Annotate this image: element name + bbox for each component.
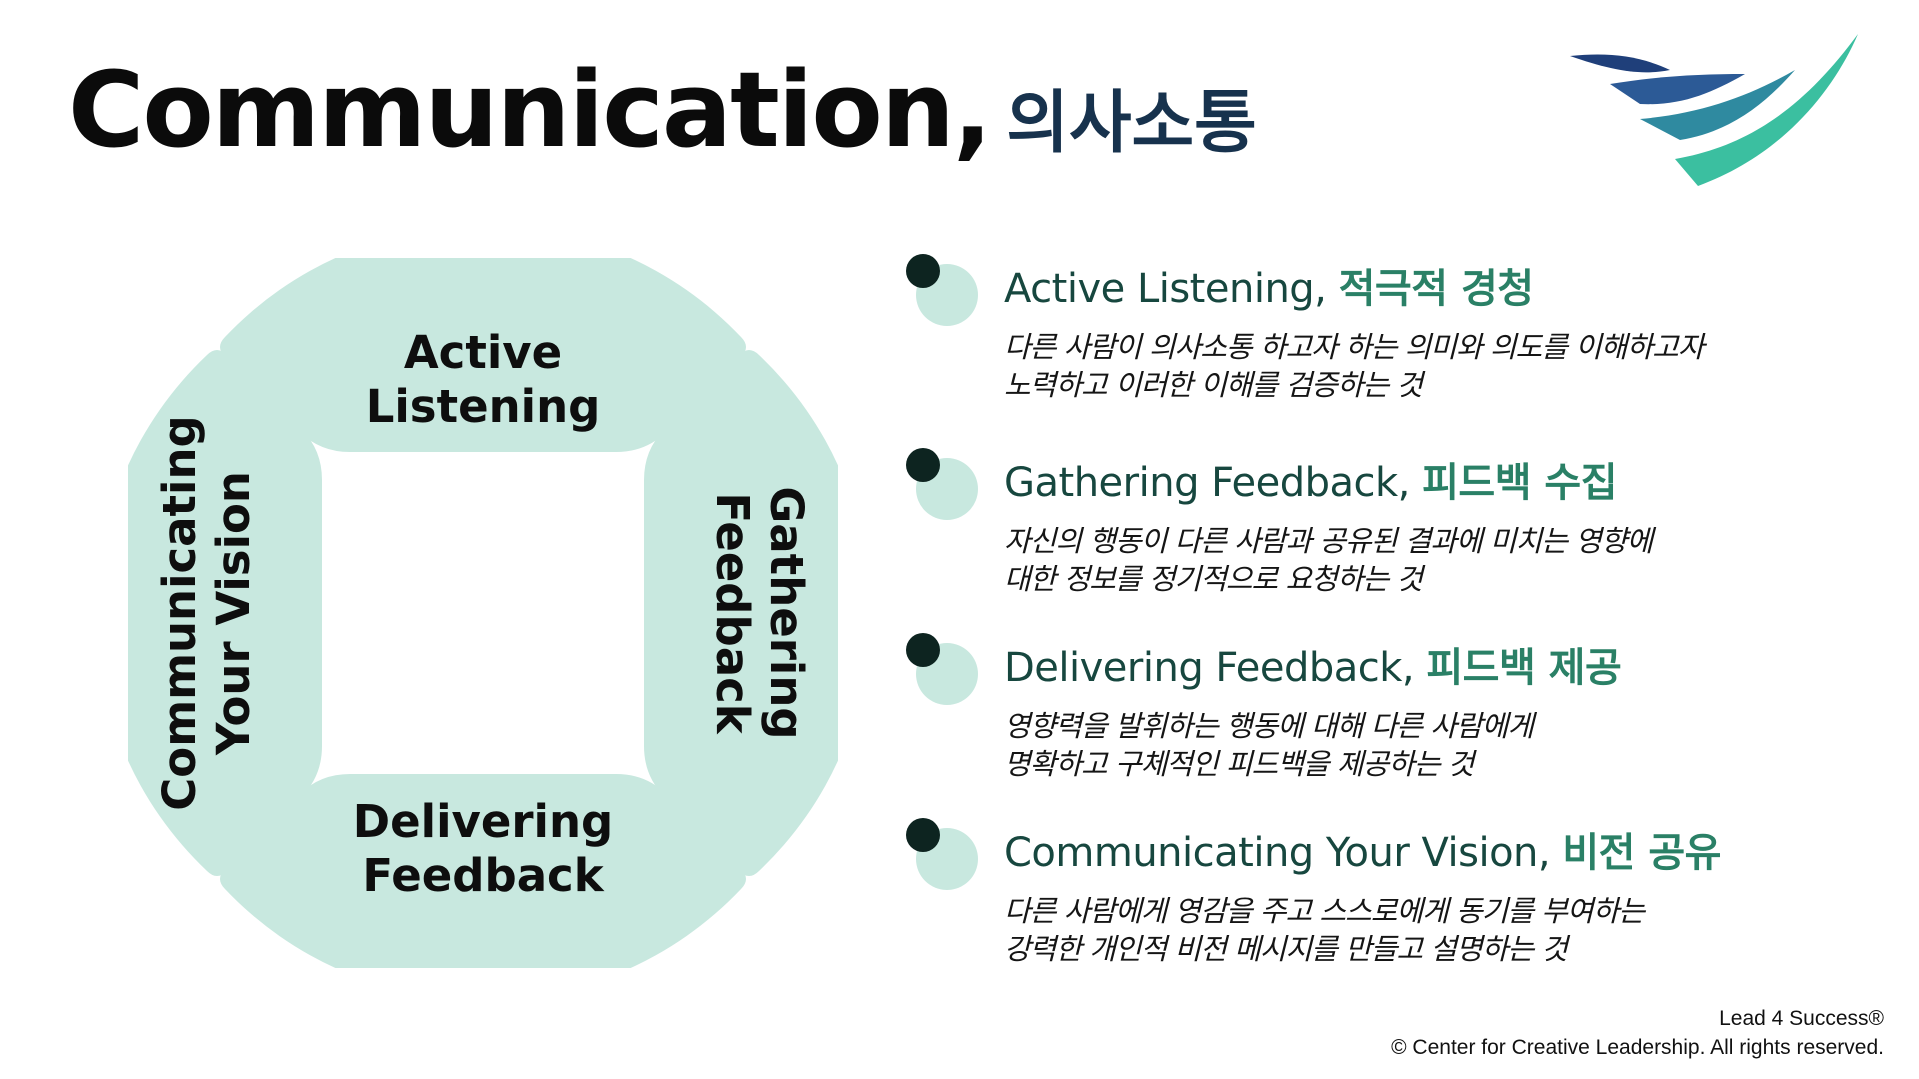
item-description-line: 노력하고 이러한 이해를 검증하는 것 xyxy=(1004,368,1423,402)
logo-stripe-dark xyxy=(1570,54,1670,73)
item-description: 다른 사람이 의사소통 하고자 하는 의미와 의도를 이해하고자 노력하고 이러… xyxy=(1004,328,1824,404)
item-title-korean: 피드백 수집 xyxy=(1422,460,1618,506)
segment-label-right-line1: Gathering xyxy=(760,486,813,739)
item-description-line: 자신의 행동이 다른 사람과 공유된 결과에 미치는 영향에 xyxy=(1004,524,1653,558)
item-description-line: 다른 사람이 의사소통 하고자 하는 의미와 의도를 이해하고자 xyxy=(1004,330,1705,364)
item-description-line: 대한 정보를 정기적으로 요청하는 것 xyxy=(1004,562,1423,596)
segment-delivering-feedback xyxy=(220,774,746,968)
segment-label-bottom-line1: Delivering xyxy=(353,795,613,848)
item-title: Active Listening, 적극적 경청 xyxy=(1004,256,1534,314)
item-title-english: Communicating Your Vision, xyxy=(1004,830,1551,876)
footer-copyright: © Center for Creative Leadership. All ri… xyxy=(1391,1036,1884,1059)
item-title-english: Gathering Feedback, xyxy=(1004,460,1410,506)
bullet-dots xyxy=(900,818,990,898)
competency-list: Active Listening, 적극적 경청 다른 사람이 의사소통 하고자… xyxy=(900,0,1900,1000)
item-description-line: 강력한 개인적 비전 메시지를 만들고 설명하는 것 xyxy=(1004,932,1568,966)
item-title: Delivering Feedback, 피드백 제공 xyxy=(1004,635,1622,693)
item-description-line: 명확하고 구체적인 피드백을 제공하는 것 xyxy=(1004,747,1474,781)
item-title-korean: 피드백 제공 xyxy=(1426,645,1622,691)
bullet-dots xyxy=(900,254,990,334)
brand-logo xyxy=(1570,34,1858,186)
bullet-dot-dark xyxy=(906,254,940,288)
segment-label-left-line1: Communicating xyxy=(153,415,206,810)
item-title-english: Delivering Feedback, xyxy=(1004,645,1415,691)
bullet-dots xyxy=(900,448,990,528)
logo-stripe-blue xyxy=(1610,74,1745,105)
item-description-line: 다른 사람에게 영감을 주고 스스로에게 동기를 부여하는 xyxy=(1004,894,1645,928)
page-title: Communication,의사소통 xyxy=(68,58,1257,162)
item-title-korean: 적극적 경청 xyxy=(1338,266,1534,312)
footer-program-name: Lead 4 Success® xyxy=(1719,1007,1884,1030)
segment-gathering-feedback xyxy=(644,350,838,876)
item-title: Gathering Feedback, 피드백 수집 xyxy=(1004,450,1618,508)
segment-label-left-line2: Your Vision xyxy=(207,471,260,756)
segment-communicating-vision xyxy=(128,350,322,876)
item-description: 영향력을 발휘하는 행동에 대해 다른 사람에게 명확하고 구체적인 피드백을 … xyxy=(1004,707,1824,783)
item-title-korean: 비전 공유 xyxy=(1562,830,1721,876)
segment-active-listening xyxy=(220,258,746,452)
item-description-line: 영향력을 발휘하는 행동에 대해 다른 사람에게 xyxy=(1004,709,1534,743)
logo-stripe-teal xyxy=(1640,70,1795,140)
item-description: 다른 사람에게 영감을 주고 스스로에게 동기를 부여하는 강력한 개인적 비전… xyxy=(1004,892,1824,968)
item-title: Communicating Your Vision, 비전 공유 xyxy=(1004,820,1721,878)
segment-label-top-line1: Active xyxy=(404,326,562,379)
logo-stripe-green xyxy=(1675,34,1858,186)
bullet-dot-dark xyxy=(906,818,940,852)
communication-wheel: Active Listening Gathering Feedback Deli… xyxy=(128,258,838,968)
copyright-footer: Lead 4 Success® © Center for Creative Le… xyxy=(1391,1004,1884,1062)
item-description: 자신의 행동이 다른 사람과 공유된 결과에 미치는 영향에 대한 정보를 정기… xyxy=(1004,522,1824,598)
title-korean: 의사소통 xyxy=(1006,84,1257,163)
title-english: Communication, xyxy=(68,49,992,171)
bullet-dots xyxy=(900,633,990,713)
bullet-dot-dark xyxy=(906,448,940,482)
item-title-english: Active Listening, xyxy=(1004,266,1327,312)
bullet-dot-dark xyxy=(906,633,940,667)
segment-label-right-line2: Feedback xyxy=(706,492,759,734)
segment-label-top-line2: Listening xyxy=(366,380,601,433)
segment-label-bottom-line2: Feedback xyxy=(362,849,604,902)
